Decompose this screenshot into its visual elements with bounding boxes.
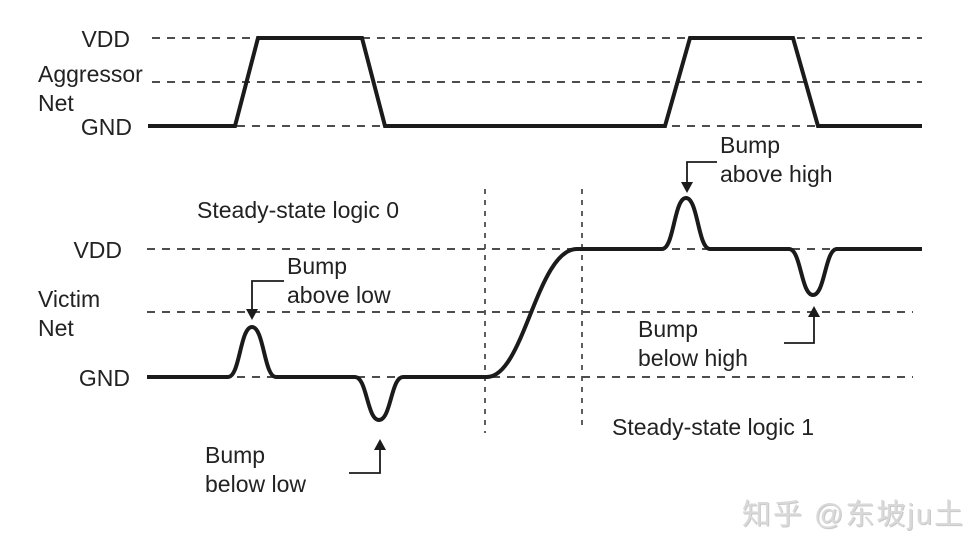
victim-net-label: Victim Net: [38, 286, 101, 341]
bump-above-low-arrowhead-icon: [246, 309, 258, 320]
bump-below-high-leader-line: [784, 317, 815, 344]
bump-below-low-leader-line: [349, 450, 381, 474]
victim-waveform: [147, 196, 922, 422]
zhihu-watermark: 知乎 @东坡ju土: [741, 499, 965, 531]
bump-below-low-label: Bump below low: [205, 442, 306, 497]
aggressor-vdd-label: VDD: [81, 26, 130, 52]
bump-below-high-label: Bump below high: [638, 316, 748, 371]
bump-above-high-leader-line: [686, 161, 717, 182]
steady-state-logic1-label: Steady-state logic 1: [612, 414, 815, 440]
bump-above-low-label: Bump above low: [287, 253, 391, 308]
bump-above-low-leader-line: [251, 280, 284, 309]
bump-above-high-label: Bump above high: [720, 132, 833, 187]
bump-below-low-arrowhead-icon: [374, 439, 386, 450]
steady-state-logic0-label: Steady-state logic 0: [197, 197, 400, 223]
victim-vdd-label: VDD: [73, 237, 122, 263]
victim-gnd-label: GND: [78, 365, 130, 391]
bump-below-high-arrowhead-icon: [808, 306, 820, 317]
bump-above-high-arrowhead-icon: [681, 182, 693, 193]
aggressor-gnd-label: GND: [80, 114, 132, 140]
aggressor-net-label: Aggressor Net: [38, 61, 143, 116]
aggressor-waveform: [148, 36, 922, 128]
